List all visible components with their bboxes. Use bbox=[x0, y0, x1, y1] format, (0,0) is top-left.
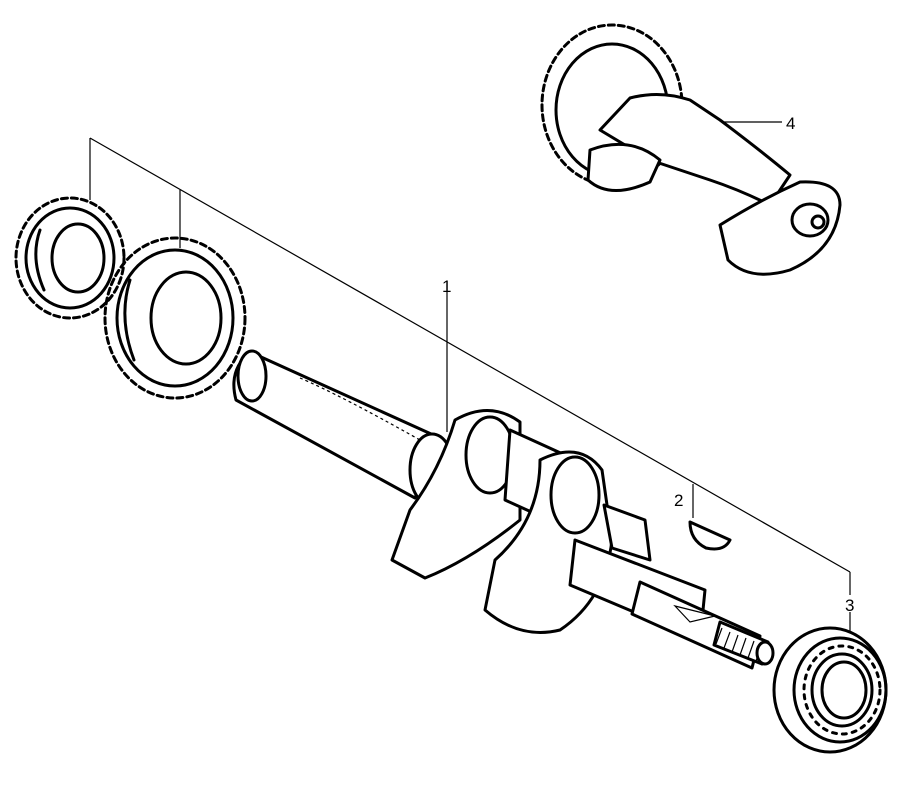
callout-1: 1 bbox=[442, 277, 451, 296]
callout-3: 3 bbox=[845, 596, 854, 615]
callout-4: 4 bbox=[786, 114, 795, 133]
leader-lines bbox=[89, 121, 851, 632]
woodruff-key bbox=[688, 520, 732, 551]
large-timing-gear bbox=[103, 236, 247, 400]
ball-bearing bbox=[772, 626, 888, 754]
crankshaft bbox=[232, 349, 775, 670]
callout-2: 2 bbox=[674, 491, 683, 510]
small-timing-gear bbox=[14, 196, 126, 320]
balancer-shaft bbox=[540, 23, 842, 276]
